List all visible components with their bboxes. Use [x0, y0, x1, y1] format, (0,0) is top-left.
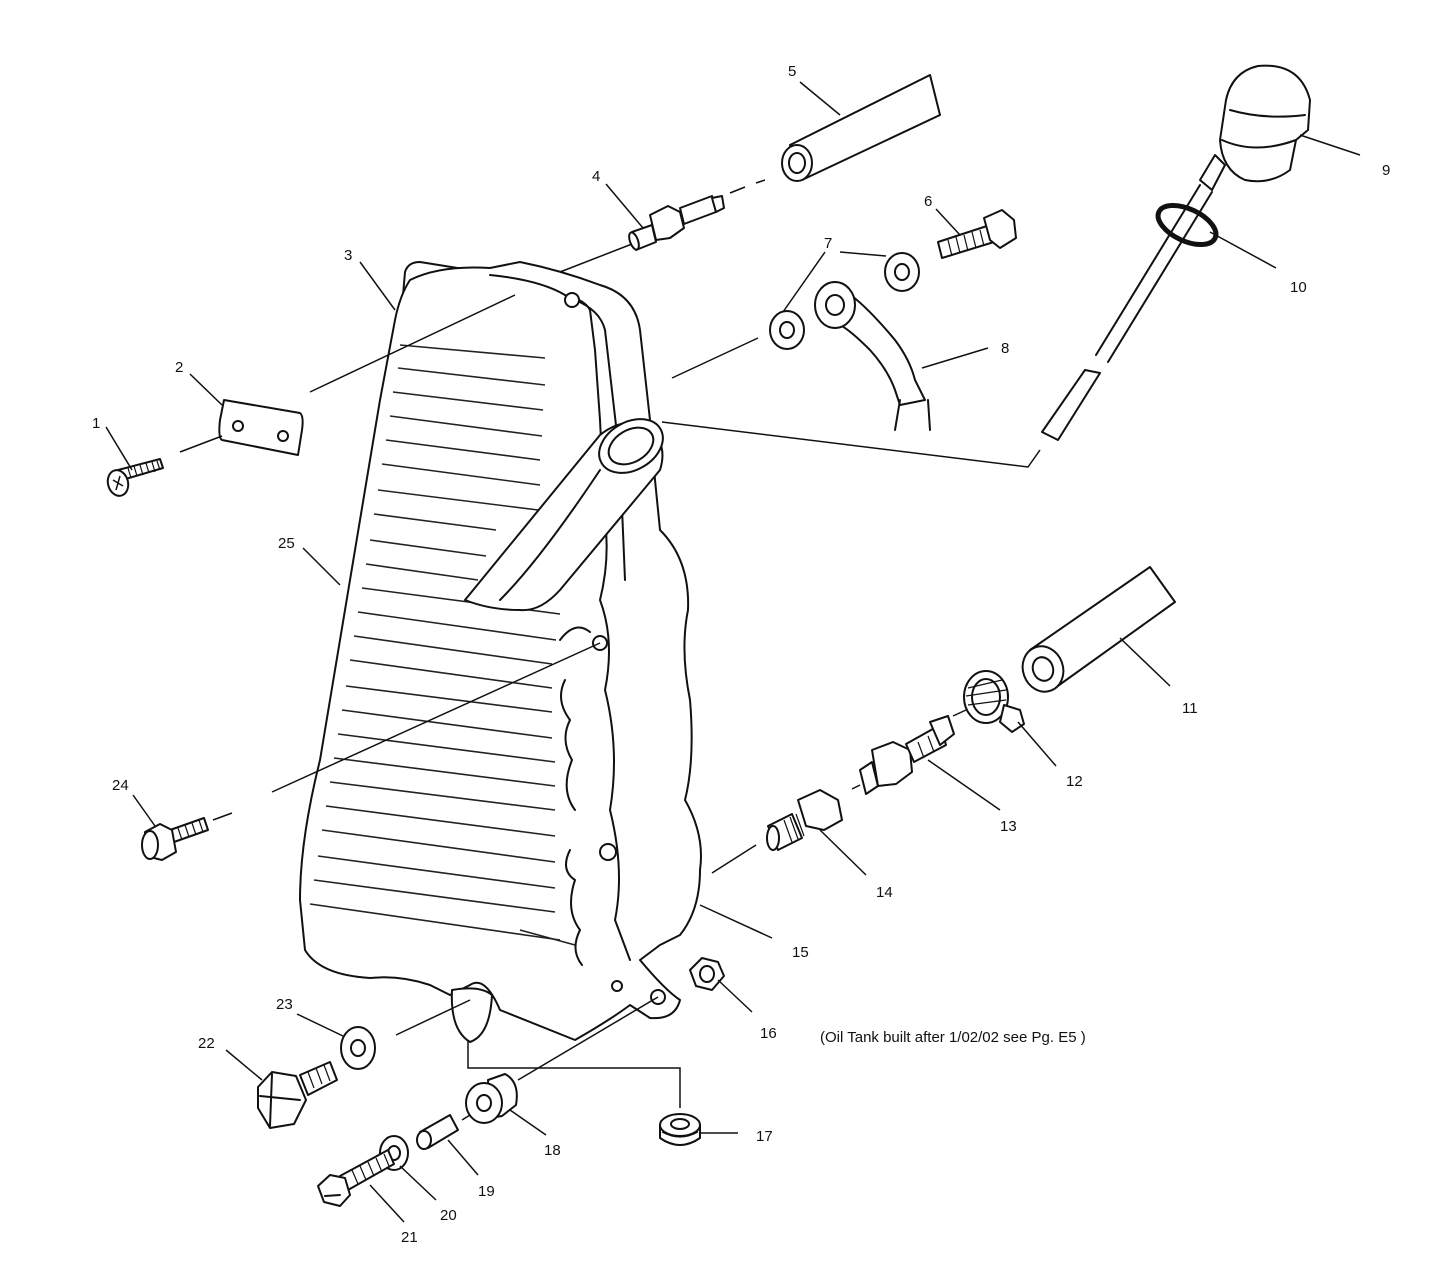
label-part-4: 4 — [592, 168, 600, 185]
label-part-13: 13 — [1000, 818, 1017, 835]
label-part-11: 11 — [1182, 700, 1198, 717]
label-part-6: 6 — [924, 193, 932, 210]
bolt-part-24 — [141, 817, 209, 861]
label-part-19: 19 — [478, 1183, 495, 1200]
label-part-5: 5 — [788, 63, 796, 80]
label-part-7: 7 — [824, 235, 832, 252]
assembly-lines — [179, 179, 1041, 1134]
oil-tank — [299, 261, 702, 1043]
label-part-16: 16 — [760, 1025, 777, 1042]
washers-part-7 — [769, 252, 920, 350]
label-part-10: 10 — [1290, 279, 1307, 296]
label-part-22: 22 — [198, 1035, 215, 1052]
hose-part-5 — [781, 74, 941, 182]
label-part-23: 23 — [276, 996, 293, 1013]
sleeve-part-19 — [416, 1114, 459, 1150]
label-part-17: 17 — [756, 1128, 773, 1145]
label-part-1: 1 — [92, 415, 100, 432]
screw-part-1 — [106, 458, 164, 497]
label-part-21: 21 — [401, 1229, 418, 1246]
plate-part-2 — [218, 399, 304, 456]
bolt-part-22 — [257, 1061, 338, 1129]
label-part-3: 3 — [344, 247, 352, 264]
fitting-part-13 — [859, 715, 955, 795]
dipstick-cap-part-9 — [1041, 64, 1311, 441]
tank-ribs — [309, 344, 576, 946]
bolt-part-6 — [937, 209, 1017, 259]
label-part-14: 14 — [876, 884, 893, 901]
label-part-8: 8 — [1001, 340, 1009, 357]
bushing-part-18 — [465, 1073, 518, 1124]
label-part-20: 20 — [440, 1207, 457, 1224]
banjo-line-part-8 — [814, 281, 931, 431]
nut-part-16 — [689, 957, 725, 991]
grommet-part-17 — [659, 1113, 701, 1146]
label-part-18: 18 — [544, 1142, 561, 1159]
label-part-12: 12 — [1066, 773, 1083, 790]
o-ring-part-10 — [1155, 202, 1219, 248]
revision-note: (Oil Tank built after 1/02/02 see Pg. E5… — [820, 1029, 1086, 1046]
label-part-9: 9 — [1382, 162, 1390, 179]
label-part-15: 15 — [792, 944, 809, 961]
label-part-24: 24 — [112, 777, 129, 794]
washer-part-23 — [340, 1026, 376, 1070]
fitting-part-14 — [766, 789, 843, 851]
label-part-2: 2 — [175, 359, 183, 376]
leader-lines — [105, 81, 1361, 1223]
part-labels: 1 2 3 4 5 6 7 8 9 10 11 12 13 14 15 16 1… — [92, 63, 1390, 1246]
clamp-part-12 — [963, 670, 1025, 733]
label-part-25: 25 — [278, 535, 295, 552]
fitting-part-4 — [628, 195, 725, 251]
bolt-part-21 — [317, 1149, 395, 1207]
hose-part-11 — [1021, 566, 1176, 693]
